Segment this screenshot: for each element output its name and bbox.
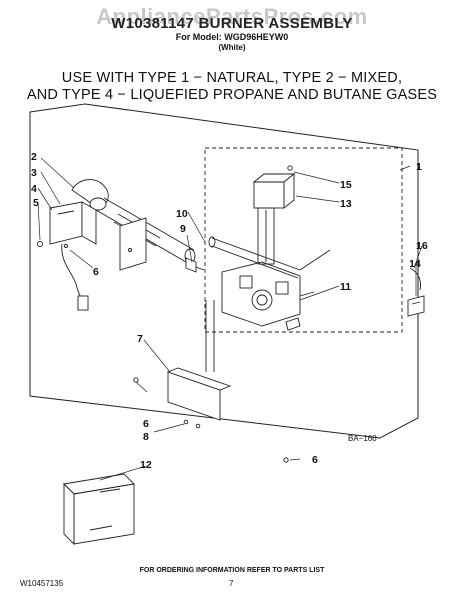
- valve-coil: [252, 173, 296, 265]
- callout-15: 15: [340, 179, 352, 191]
- callout-5: 5: [33, 197, 39, 209]
- flame-sensor: [407, 267, 425, 317]
- valve-subassembly-box: [204, 147, 403, 333]
- base-bracket: [63, 473, 135, 546]
- callout-14: 14: [409, 258, 421, 270]
- watermark: AppliancePartsPros.com: [96, 4, 368, 29]
- document-number: W10457135: [20, 579, 64, 588]
- igniter-connector: [77, 295, 89, 311]
- igniter-bracket: [49, 201, 97, 245]
- orifice: [185, 257, 205, 273]
- callout-4: 4: [31, 183, 37, 195]
- page-title: W10381147 BURNER ASSEMBLY: [111, 15, 353, 32]
- leader-lines: [37, 157, 423, 481]
- mount-plate: [119, 217, 147, 271]
- callout-6-left: 6: [93, 266, 99, 278]
- callout-3: 3: [31, 167, 37, 179]
- gas-type-heading-line2: AND TYPE 4 − LIQUEFIED PROPANE AND BUTAN…: [26, 87, 438, 103]
- callout-12: 12: [140, 459, 152, 471]
- callout-6-middle: 6: [143, 418, 149, 430]
- assembly-outline: [29, 103, 419, 439]
- callout-7: 7: [137, 333, 143, 345]
- diagram-code: BA−160: [348, 434, 377, 443]
- callout-9: 9: [180, 223, 186, 235]
- model-number: For Model: WGD96HEYW0: [175, 32, 289, 42]
- support-bracket: [166, 300, 232, 421]
- callout-2: 2: [31, 151, 37, 163]
- igniter-wire: [61, 243, 83, 301]
- model-color: (White): [218, 43, 246, 52]
- callout-10: 10: [176, 208, 188, 220]
- screw-5: [37, 241, 43, 247]
- callout-11: 11: [340, 281, 351, 293]
- page-number: 7: [229, 579, 234, 588]
- callout-6-right: 6: [312, 454, 318, 466]
- coil-screw: [287, 165, 293, 171]
- gas-type-heading-line1: USE WITH TYPE 1 − NATURAL, TYPE 2 − MIXE…: [61, 70, 403, 86]
- gas-valve: [221, 261, 315, 331]
- callout-16: 16: [416, 240, 428, 252]
- ordering-info: FOR ORDERING INFORMATION REFER TO PARTS …: [139, 567, 325, 574]
- callout-8: 8: [143, 431, 149, 443]
- callout-1: 1: [416, 161, 422, 173]
- callout-13: 13: [340, 198, 352, 210]
